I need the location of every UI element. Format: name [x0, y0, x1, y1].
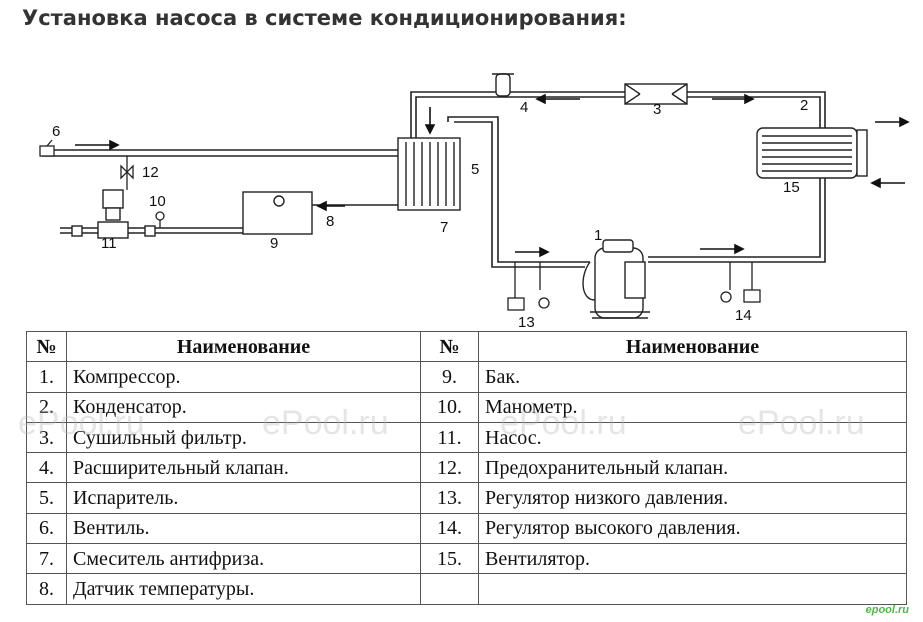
cell-number: 3.	[26, 421, 67, 454]
label-9: 9	[270, 235, 278, 252]
cell-name: Смеситель антифриза.	[66, 543, 421, 575]
label-10: 10	[149, 193, 166, 210]
label-13: 13	[518, 314, 535, 331]
label-5: 5	[471, 161, 479, 178]
label-3: 3	[653, 101, 661, 118]
cell-name: Сушильный фильтр.	[66, 421, 421, 454]
table-row: 6. Вентиль. 14. Регулятор высокого давле…	[26, 512, 907, 545]
flow-arrows	[75, 93, 910, 258]
cell-name: Расширительный клапан.	[66, 452, 421, 484]
label-12: 12	[142, 164, 159, 181]
cell-name: Конденсатор.	[66, 391, 421, 423]
cell-number: 5.	[26, 482, 67, 514]
page-title: Установка насоса в системе кондициониров…	[22, 6, 627, 30]
cell-number: 6.	[26, 512, 67, 545]
compressor	[582, 239, 650, 319]
label-11: 11	[101, 235, 117, 252]
pipe-suction-loop	[447, 116, 590, 263]
table-row: 4. Расширительный клапан. 12. Предохрани…	[26, 452, 907, 484]
expansion-valve	[492, 73, 514, 97]
cell-name: Манометр.	[478, 391, 907, 423]
pipe-outer-loop	[410, 91, 826, 263]
table-row: 8. Датчик температуры.	[26, 573, 907, 605]
cell-number: 8.	[26, 573, 67, 605]
header-name: Наименование	[66, 330, 421, 363]
cell-name: Бак.	[478, 361, 907, 393]
site-logo: epool.ru	[865, 604, 909, 616]
table-row: 3. Сушильный фильтр. 11. Насос.	[26, 421, 907, 454]
evaporator-block	[397, 137, 461, 211]
cell-number: 15.	[420, 543, 479, 575]
cell-number: 1.	[26, 361, 67, 393]
label-14: 14	[735, 307, 752, 324]
table-header-row: № Наименование № Наименование	[26, 330, 907, 363]
pipe-outer-loop-inner	[415, 96, 821, 258]
cell-name: Предохранительный клапан.	[478, 452, 907, 484]
label-4: 4	[520, 99, 528, 116]
label-8: 8	[326, 213, 334, 230]
condenser-fan	[756, 127, 868, 179]
table-row: 2. Конденсатор. 10. Манометр.	[26, 391, 907, 423]
drier-filter	[624, 83, 688, 105]
label-1: 1	[594, 227, 602, 244]
cell-number: 11.	[420, 421, 479, 454]
tank	[242, 191, 313, 235]
high-pressure-regulator	[720, 262, 761, 303]
pipe-suction-loop-inner	[454, 121, 585, 268]
components-table: № Наименование № Наименование 1. Компрес…	[26, 330, 907, 605]
cell-name: Регулятор высокого давления.	[478, 512, 907, 545]
cell-name: Вентилятор.	[478, 543, 907, 575]
system-diagram: 1 2 3 4 5 6 7 8 9 10 11 12 13 14 15	[39, 73, 910, 331]
cell-number: 12.	[420, 452, 479, 484]
pipe-water-line	[42, 149, 398, 157]
header-number: №	[26, 330, 67, 363]
table-row: 7. Смеситель антифриза. 15. Вентилятор.	[26, 543, 907, 575]
label-6: 6	[52, 123, 60, 140]
cell-name: Регулятор низкого давления.	[478, 482, 907, 514]
cell-name: Испаритель.	[66, 482, 421, 514]
valve	[39, 139, 55, 157]
cell-name	[478, 573, 907, 605]
cell-number: 7.	[26, 543, 67, 575]
label-2: 2	[800, 97, 808, 114]
cell-name: Насос.	[478, 421, 907, 454]
cell-number: 4.	[26, 452, 67, 484]
table-row: 5. Испаритель. 13. Регулятор низкого дав…	[26, 482, 907, 514]
cell-number: 9.	[420, 361, 479, 393]
manometer	[155, 211, 165, 228]
low-pressure-regulator	[507, 262, 550, 311]
cell-name: Компрессор.	[66, 361, 421, 393]
header-number-2: №	[420, 330, 479, 363]
cell-name: Вентиль.	[66, 512, 421, 545]
cell-number: 2.	[26, 391, 67, 423]
header-name-2: Наименование	[478, 330, 907, 363]
label-15: 15	[783, 179, 800, 196]
cell-name: Датчик температуры.	[66, 573, 421, 605]
cell-number: 14.	[420, 512, 479, 545]
cell-number: 13.	[420, 482, 479, 514]
cell-number: 10.	[420, 391, 479, 423]
cell-number	[420, 573, 479, 605]
table-row: 1. Компрессор. 9. Бак.	[26, 361, 907, 393]
pump	[71, 189, 156, 239]
safety-valve	[120, 156, 134, 190]
label-7: 7	[440, 219, 448, 236]
